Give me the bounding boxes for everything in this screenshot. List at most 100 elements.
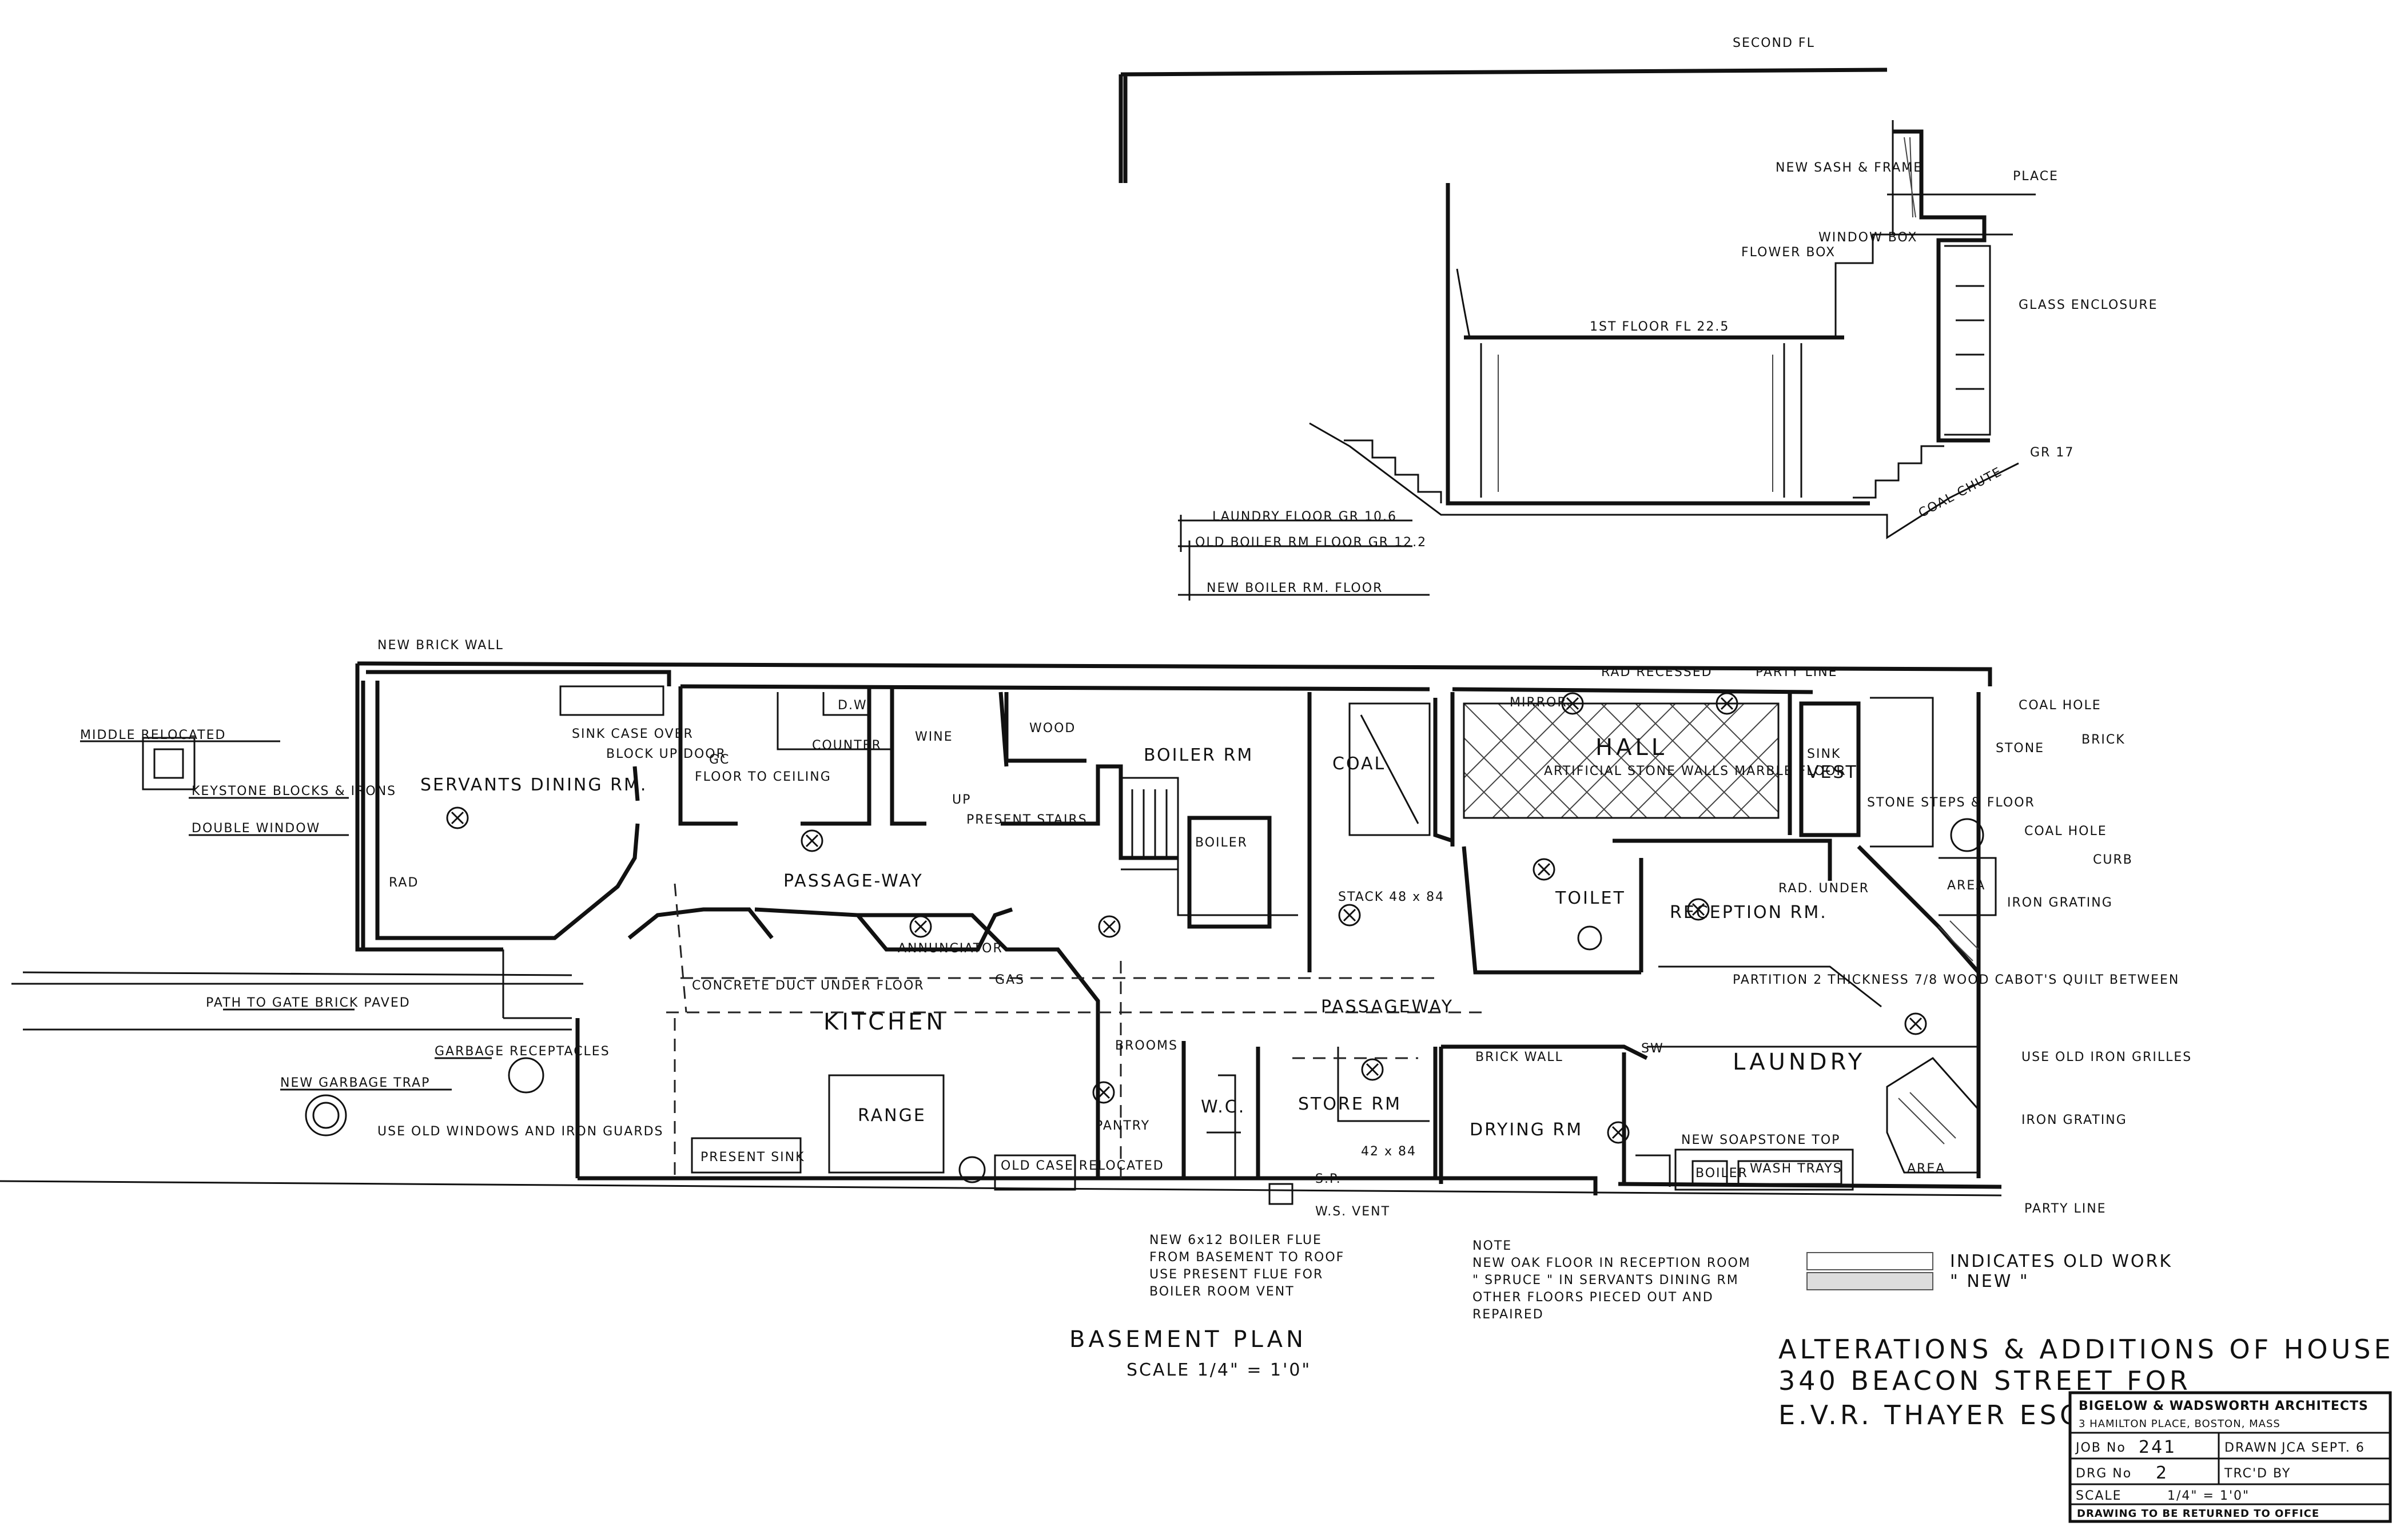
- curb-label: CURB: [2093, 853, 2133, 867]
- sp-label: S.P.: [1315, 1172, 1342, 1186]
- brick-label: BRICK: [2081, 733, 2126, 747]
- double-window-label: DOUBLE WINDOW: [192, 821, 320, 836]
- old-case-label: OLD CASE RELOCATED: [1001, 1159, 1164, 1173]
- coal-hole-top-label: COAL HOLE: [2019, 698, 2101, 713]
- gc-label: GC: [709, 753, 730, 767]
- boiler-unit: [1187, 816, 1272, 929]
- firm-address: 3 HAMILTON PLACE, BOSTON, MASS: [2079, 1418, 2280, 1430]
- brick-wall-label: BRICK WALL: [1475, 1050, 1563, 1064]
- dw-label: D.W.: [838, 698, 871, 713]
- partition-label: PARTITION 2 THICKNESS 7/8 WOOD CABOT'S Q…: [1733, 973, 2179, 987]
- brooms-label: BROOMS: [1115, 1039, 1178, 1053]
- scale-value: 1/4" = 1'0": [2167, 1489, 2250, 1503]
- window-box-label: WINDOW BOX: [1818, 231, 1917, 245]
- boiler-rm-label: BOILER RM: [1144, 745, 1253, 765]
- traced-label: TRC'D BY: [2224, 1467, 2291, 1481]
- wc-label: W.C.: [1201, 1097, 1245, 1117]
- boiler-flue-note-0: NEW 6x12 BOILER FLUE: [1149, 1233, 1322, 1247]
- path-to-gate-label: PATH TO GATE BRICK PAVED: [206, 996, 411, 1010]
- gas-label: GAS: [995, 973, 1025, 987]
- note-line-2: OTHER FLOORS PIECED OUT AND: [1472, 1290, 1714, 1305]
- note-line-1: " SPRUCE " IN SERVANTS DINING RM: [1472, 1273, 1739, 1287]
- legend-new-label: " NEW ": [1950, 1271, 2029, 1291]
- section-top-label: SECOND FL: [1733, 36, 1815, 50]
- firm-name: BIGELOW & WADSWORTH ARCHITECTS: [2079, 1399, 2369, 1413]
- coal-label: COAL: [1332, 754, 1386, 774]
- stack-label: STACK 48 x 84: [1338, 890, 1444, 904]
- present-stairs-label: PRESENT STAIRS: [966, 813, 1088, 827]
- floor-to-ceiling-label: FLOOR TO CEILING: [695, 770, 831, 784]
- basement-plan: [0, 661, 2002, 1205]
- ceiling-light-symbols: [446, 692, 1927, 1144]
- middle-relocated-label: MIDDLE RELOCATED: [80, 728, 226, 742]
- pantry-label: PANTRY: [1095, 1119, 1150, 1133]
- keystone-blocks-label: KEYSTONE BLOCKS & IRONS: [192, 784, 396, 798]
- new-soapstone-top-label: NEW SOAPSTONE TOP: [1681, 1133, 1840, 1147]
- titles: BASEMENT PLAN SCALE 1/4" = 1'0" ALTERATI…: [1069, 1326, 2394, 1430]
- new-sash-frame-label: NEW SASH & FRAME: [1776, 161, 1923, 175]
- note-line-0: NEW OAK FLOOR IN RECEPTION ROOM: [1472, 1256, 1751, 1270]
- present-sink-label: PRESENT SINK: [700, 1150, 805, 1165]
- boiler-flue-note-3: BOILER ROOM VENT: [1149, 1285, 1295, 1299]
- return-note: DRAWING TO BE RETURNED TO OFFICE: [2077, 1508, 2319, 1520]
- store-size-label: 42 x 84: [1361, 1144, 1416, 1159]
- reception-rm-label: RECEPTION RM.: [1670, 903, 1828, 923]
- plan-labels: NEW BRICK WALL MIDDLE RELOCATED KEYSTONE…: [80, 638, 2192, 1219]
- note-title: NOTE: [1472, 1239, 1512, 1253]
- ws-vent-label: W.S. VENT: [1315, 1205, 1390, 1219]
- legend-old-label: INDICATES OLD WORK: [1950, 1251, 2172, 1271]
- stone-label: STONE: [1996, 741, 2044, 756]
- passage-way-label: PASSAGE-WAY: [783, 871, 924, 891]
- hall-marble-floor: [1463, 703, 1779, 818]
- sink-case-label: SINK CASE OVER: [572, 727, 694, 741]
- concrete-duct-label: CONCRETE DUCT UNDER FLOOR: [692, 979, 925, 993]
- rad-recessed-label: RAD RECESSED: [1601, 665, 1713, 679]
- iron-grating-bottom-label: IRON GRATING: [2021, 1113, 2127, 1127]
- coal-chute-label: COAL CHUTE: [1916, 464, 2005, 520]
- rad-label: RAD: [389, 876, 419, 890]
- coal-hole-label: COAL HOLE: [2024, 824, 2107, 838]
- drawn-label: DRAWN: [2224, 1441, 2278, 1455]
- stone-steps-label: STONE STEPS & FLOOR: [1867, 796, 2035, 810]
- wash-trays-label: WASH TRAYS: [1750, 1162, 1842, 1176]
- use-old-iron-grilles-label: USE OLD IRON GRILLES: [2021, 1050, 2192, 1064]
- drying-rm-label: DRYING RM: [1470, 1120, 1583, 1140]
- plan-title: BASEMENT PLAN: [1069, 1326, 1307, 1353]
- drg-no-label: DRG No: [2076, 1467, 2132, 1481]
- area-label-bottom: AREA: [1907, 1162, 1945, 1176]
- hall-label: HALL: [1595, 734, 1667, 761]
- range-label: RANGE: [858, 1106, 926, 1126]
- job-no-label: JOB No: [2075, 1441, 2126, 1455]
- drawn-value: JCA SEPT. 6: [2280, 1441, 2365, 1455]
- small-boiler-label: BOILER: [1695, 1166, 1748, 1181]
- flower-box-label: FLOWER BOX: [1741, 245, 1836, 260]
- place-label: PLACE: [2013, 169, 2059, 184]
- project-title-line1: ALTERATIONS & ADDITIONS OF HOUSE: [1778, 1334, 2394, 1365]
- building-section: SECOND FL NEW SASH & FRAME PLACE WINDOW …: [1119, 36, 2158, 601]
- new-brick-wall-label: NEW BRICK WALL: [377, 638, 504, 653]
- notes: NEW 6x12 BOILER FLUE FROM BASEMENT TO RO…: [1149, 1233, 2172, 1322]
- up-label: UP: [952, 793, 971, 807]
- job-no-value: 241: [2139, 1437, 2176, 1457]
- rad-under-label: RAD. UNDER: [1778, 881, 1869, 896]
- boiler-flue-note-2: USE PRESENT FLUE FOR: [1149, 1267, 1323, 1282]
- first-floor-label: 1ST FLOOR FL 22.5: [1590, 320, 1729, 334]
- old-boiler-floor-label: OLD BOILER RM FLOOR GR 12.2: [1195, 535, 1427, 550]
- iron-grating-label: IRON GRATING: [2007, 896, 2113, 910]
- garbage-receptacles-label: GARBAGE RECEPTACLES: [435, 1044, 610, 1059]
- glass-enclosure-label: GLASS ENCLOSURE: [2019, 298, 2158, 312]
- new-garbage-trap-label: NEW GARBAGE TRAP: [280, 1076, 430, 1090]
- plan-scale: SCALE 1/4" = 1'0": [1127, 1360, 1311, 1380]
- store-rm-label: STORE RM: [1298, 1094, 1402, 1114]
- party-line-label: PARTY LINE: [1756, 665, 1838, 679]
- new-boiler-floor-label: NEW BOILER RM. FLOOR: [1207, 581, 1383, 595]
- title-block: BIGELOW & WADSWORTH ARCHITECTS 3 HAMILTO…: [2068, 1391, 2392, 1523]
- grade-label: GR 17: [2030, 446, 2074, 460]
- mirror-label: MIRROR: [1510, 696, 1567, 710]
- counter-label: COUNTER: [812, 738, 882, 753]
- vest-label: VEST: [1807, 762, 1858, 782]
- note-line-3: REPAIRED: [1472, 1308, 1544, 1322]
- sink-label: SINK: [1807, 747, 1841, 761]
- artificial-stone-label: ARTIFICIAL STONE WALLS MARBLE FLOOR: [1544, 764, 1846, 778]
